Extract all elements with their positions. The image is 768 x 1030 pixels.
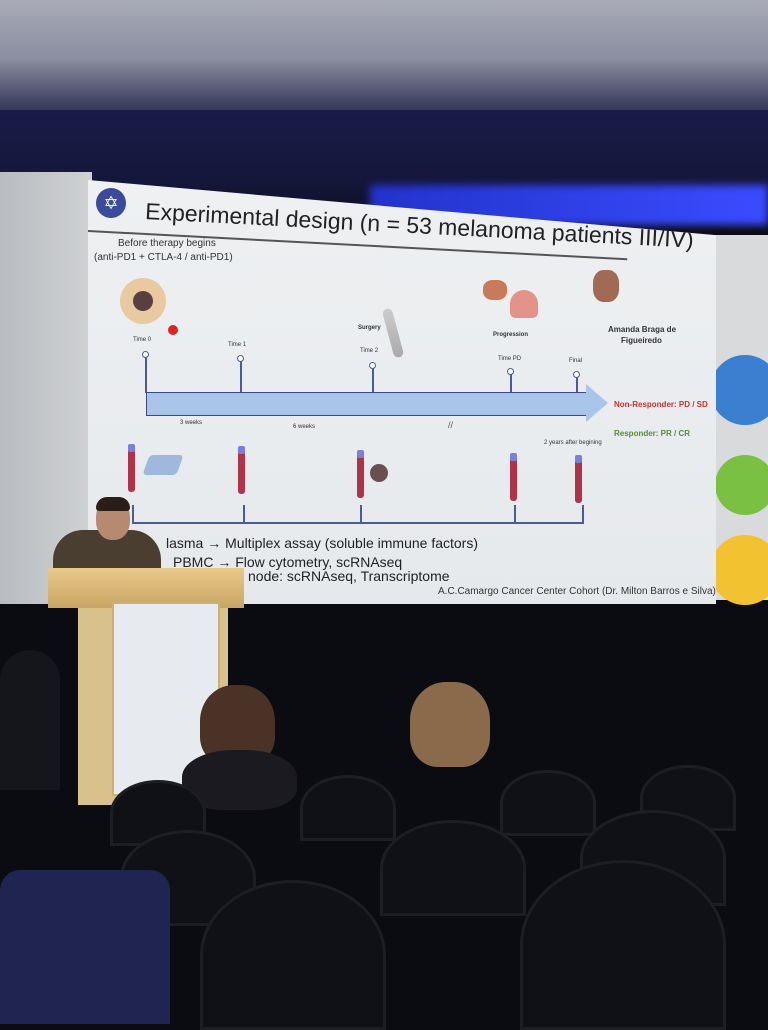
assay-pbmc: PBMC → Flow cytometry, scRNAseq	[173, 554, 403, 570]
liver-icon	[483, 280, 507, 300]
chair	[200, 880, 386, 1030]
chair	[640, 765, 736, 831]
timepoint-stem	[145, 357, 147, 393]
final-note: 2 years after begining	[544, 440, 602, 446]
audience-member	[0, 650, 60, 790]
audience-head	[410, 682, 490, 767]
chair	[500, 770, 596, 836]
bracket-tick	[360, 505, 362, 523]
tumor-sample-icon	[370, 464, 388, 482]
assay-plasma: lasma → Multiplex assay (soluble immune …	[166, 535, 478, 551]
audience-member-foreground	[0, 870, 170, 1024]
decor-shape	[710, 355, 768, 425]
lymph-node-icon	[381, 307, 405, 359]
responder-label: Responder: PR / CR	[614, 429, 691, 438]
ceiling	[0, 0, 768, 130]
surgery-label: Surgery	[358, 325, 381, 331]
blood-tube-icon	[357, 450, 364, 498]
blood-tube-icon	[510, 453, 517, 501]
sample-bracket-line	[132, 522, 584, 524]
before-therapy-label: Before therapy begins	[118, 238, 216, 249]
timepoint-label: Time 0	[133, 337, 152, 343]
non-responder-label: Non-Responder: PD / SD	[614, 400, 708, 409]
decor-shape	[715, 455, 768, 515]
timepoint-stem	[372, 368, 374, 393]
timepoint-stem	[576, 377, 578, 393]
assay-lymph-node: node: scRNAseq, Transcriptome	[248, 568, 450, 584]
presentation-slide: ✡ Experimental design (n = 53 melanoma p…	[88, 180, 716, 604]
lungs-icon	[510, 290, 538, 318]
blood-tube-icon	[575, 455, 582, 503]
cohort-credit: A.C.Camargo Cancer Center Cohort (Dr. Mi…	[438, 586, 716, 597]
blood-drop-icon	[168, 325, 178, 335]
interval-label: 3 weeks	[180, 420, 203, 426]
timepoint-stem	[240, 361, 242, 393]
interval-label: 6 weeks	[293, 424, 316, 430]
blood-tube-icon	[128, 444, 135, 492]
timepoint-label: Final	[569, 358, 583, 364]
timepoint-label: Time 1	[228, 342, 247, 348]
bracket-tick	[582, 505, 584, 523]
therapy-label: (anti-PD1 + CTLA-4 / anti-PD1)	[94, 252, 233, 263]
chair	[520, 860, 726, 1030]
timeline-arrow-head	[586, 384, 608, 422]
timeline-break-icon: //	[448, 420, 454, 430]
bracket-tick	[514, 505, 516, 523]
decor-shape	[710, 535, 768, 605]
speaker-hair	[96, 497, 130, 511]
author-name-line2: Figueiredo	[621, 336, 662, 345]
timepoint-label: Time PD	[498, 356, 522, 362]
chair	[380, 820, 526, 916]
tissue-cassette-icon	[142, 455, 184, 475]
hexagram-logo-icon: ✡	[96, 188, 126, 218]
podium-top	[48, 568, 244, 608]
progression-label: Progression	[493, 332, 529, 338]
author-photo	[593, 270, 619, 302]
blood-tube-icon	[238, 446, 245, 494]
chair	[300, 775, 396, 841]
bracket-tick	[243, 505, 245, 523]
author-name-line1: Amanda Braga de	[608, 325, 677, 334]
timepoint-stem	[510, 374, 512, 393]
bracket-tick	[132, 505, 134, 523]
timepoint-label: Time 2	[360, 348, 379, 354]
timeline-arrow	[146, 392, 588, 416]
tumor-dish-icon	[120, 278, 166, 324]
